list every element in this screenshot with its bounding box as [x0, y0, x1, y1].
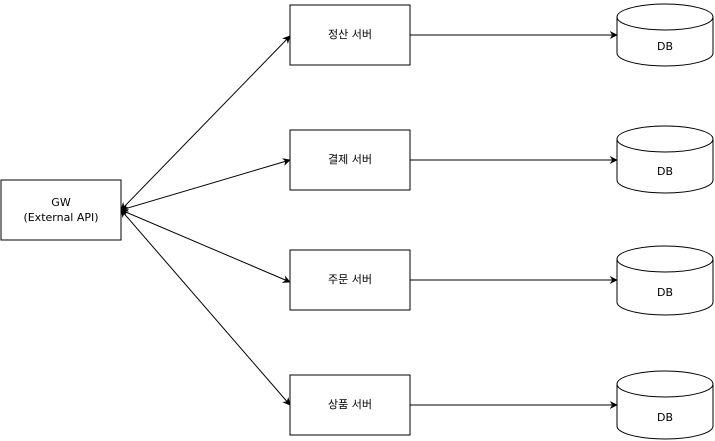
server-label: 주문 서버 [328, 273, 372, 286]
server-node-product[interactable]: 상품 서버 [289, 374, 411, 436]
database-label: DB [657, 40, 673, 53]
server-label: 정산 서버 [328, 28, 372, 41]
edge-gw-server-2 [120, 158, 291, 212]
gateway-node[interactable]: GW (External API) [0, 179, 122, 241]
gateway-title: GW [51, 196, 71, 209]
edge-gw-server-1 [120, 35, 291, 211]
server-label: 결제 서버 [328, 153, 372, 166]
database-cylinder-4[interactable]: DB [616, 370, 714, 440]
edge-gw-server-3 [120, 209, 291, 283]
server-node-settlement[interactable]: 정산 서버 [289, 4, 411, 66]
database-cylinder-2[interactable]: DB [616, 125, 714, 194]
server-node-order[interactable]: 주문 서버 [289, 249, 411, 311]
database-cylinder-1[interactable]: DB [616, 3, 714, 67]
server-node-payment[interactable]: 결제 서버 [289, 129, 411, 191]
server-label: 상품 서버 [328, 398, 372, 411]
database-cylinder-3[interactable]: DB [616, 245, 714, 316]
database-label: DB [657, 286, 673, 299]
database-label: DB [657, 165, 673, 178]
gateway-subtitle: (External API) [23, 211, 98, 224]
edge-gw-server-4 [120, 209, 291, 406]
database-label: DB [657, 411, 673, 424]
